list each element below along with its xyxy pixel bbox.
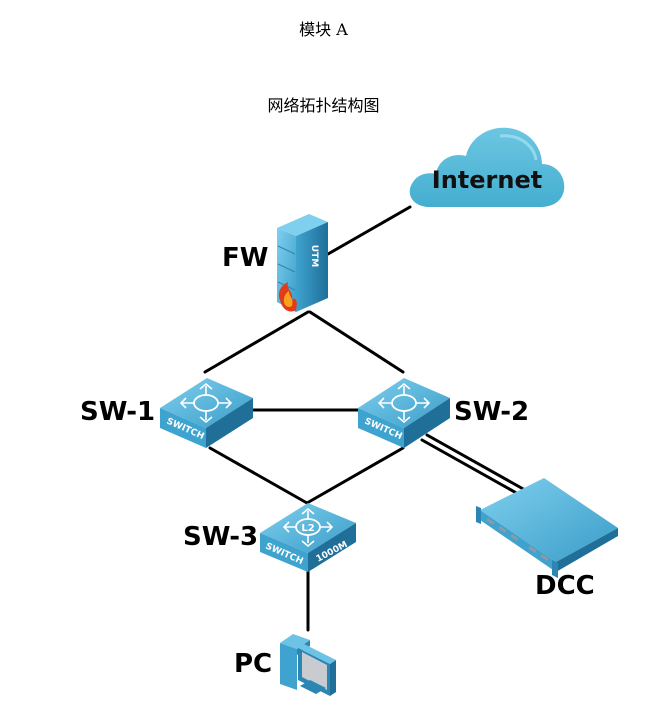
- node-dcc[interactable]: DCC: [476, 478, 618, 601]
- sw2-label: SW-2: [454, 397, 529, 427]
- link-fw-sw2: [308, 310, 405, 374]
- module-title: 模块 A: [299, 20, 348, 39]
- node-sw3[interactable]: L2 SWITCH 1000M SW-3: [183, 503, 356, 572]
- internet-label: Internet: [432, 166, 542, 194]
- link-sw1-sw3: [208, 446, 309, 505]
- sw1-label: SW-1: [80, 397, 155, 427]
- switch-icon: [160, 378, 253, 448]
- l2-switch-icon: [260, 503, 356, 572]
- dcc-label: DCC: [535, 571, 595, 601]
- cloud-highlight: [499, 134, 538, 161]
- link-sw2-sw3: [305, 446, 405, 505]
- node-sw2[interactable]: SWITCH SW-2: [358, 378, 529, 448]
- sw3-label: SW-3: [183, 522, 258, 552]
- node-internet[interactable]: Internet: [409, 127, 565, 207]
- link-sw2-dcc-a: [420, 438, 522, 497]
- fw-label: FW: [222, 243, 268, 273]
- switch-icon: [358, 378, 450, 448]
- node-pc[interactable]: PC: [234, 634, 336, 696]
- sw3-badge: L2: [301, 523, 314, 534]
- node-sw1[interactable]: SWITCH SW-1: [80, 378, 253, 448]
- utm-text: UTM: [309, 245, 319, 267]
- link-internet-fw: [326, 205, 412, 256]
- cloud-icon: [409, 127, 565, 207]
- link-sw2-dcc-b: [425, 433, 527, 492]
- diagram-title: 网络拓扑结构图: [267, 96, 380, 115]
- computer-icon: [280, 634, 336, 696]
- link-fw-sw1: [203, 310, 310, 374]
- node-fw[interactable]: UTM FW: [222, 214, 328, 312]
- firewall-icon: [277, 214, 328, 312]
- links: [203, 205, 527, 632]
- rack-server-icon: [476, 478, 618, 578]
- pc-label: PC: [234, 649, 272, 679]
